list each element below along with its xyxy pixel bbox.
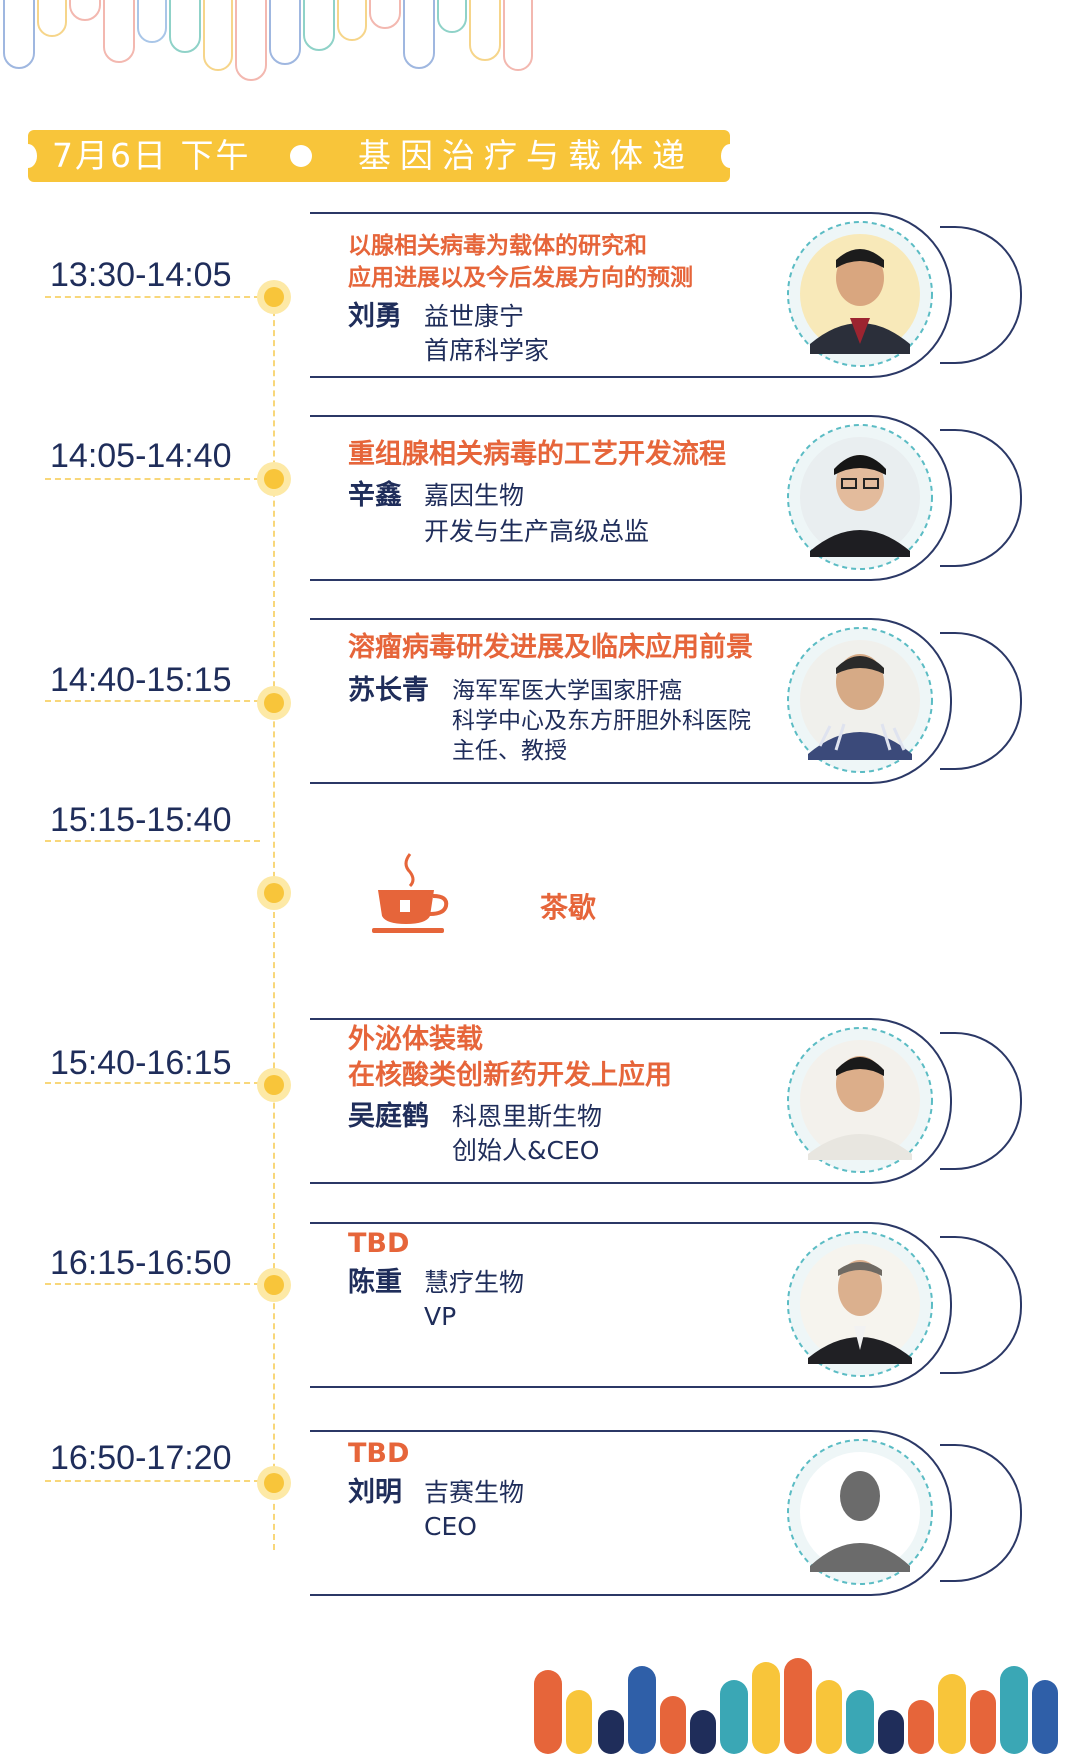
- timeline-line: [273, 290, 275, 1550]
- tea-cup-icon: [372, 853, 449, 933]
- speaker-affiliation: 慧疗生物: [424, 1268, 525, 1297]
- speaker-avatar: [787, 1027, 933, 1173]
- placeholder-avatar-icon: [787, 1439, 933, 1585]
- session-banner: 7月6日 下午 基因治疗与载体递送: [19, 130, 739, 227]
- session-card: 外泌体装载 在核酸类创新药开发上应用 吴庭鹤 科恩里斯生物 创始人&CEO: [310, 1018, 1030, 1184]
- timeline-node: [257, 280, 291, 314]
- speaker-avatar: [787, 221, 933, 367]
- time-underline: [45, 478, 260, 480]
- session-title: TBD: [348, 1438, 410, 1469]
- speaker-name: 陈重: [348, 1267, 402, 1298]
- session-time: 13:30-14:05: [50, 256, 232, 294]
- speaker-name: 辛鑫: [348, 480, 402, 511]
- speaker-role: 开发与生产高级总监: [424, 517, 650, 546]
- speaker-role: 创始人&CEO: [452, 1136, 600, 1165]
- time-underline: [45, 1082, 260, 1084]
- speaker-name: 刘勇: [348, 301, 402, 332]
- speaker-role: 首席科学家: [424, 336, 550, 365]
- session-title: TBD: [348, 1228, 410, 1259]
- timeline-node: [257, 1268, 291, 1302]
- break-time: 15:15-15:40: [50, 801, 232, 839]
- timeline-node: [257, 462, 291, 496]
- speaker-role: 科学中心及东方肝胆外科医院 主任、教授: [452, 708, 751, 764]
- speaker-role: CEO: [424, 1512, 477, 1541]
- tea-break-label: 茶歇: [540, 891, 597, 924]
- session-card: 溶瘤病毒研发进展及临床应用前景 苏长青 海军军医大学国家肝癌 科学中心及东方肝胆…: [310, 618, 1030, 784]
- speaker-avatar: [787, 1231, 933, 1377]
- time-underline: [45, 700, 260, 702]
- banner-topic: 基因治疗与载体递送: [358, 136, 694, 227]
- speaker-name: 刘明: [348, 1477, 402, 1508]
- speaker-affiliation: 益世康宁: [424, 302, 525, 331]
- speaker-name: 吴庭鹤: [348, 1101, 429, 1132]
- test-tubes-decoration: [3, 0, 533, 81]
- timeline-node: [257, 876, 291, 910]
- speaker-affiliation: 吉赛生物: [424, 1478, 525, 1507]
- session-title: 以腺相关病毒为载体的研究和 应用进展以及今后发展方向的预测: [348, 233, 693, 291]
- session-card: TBD 刘明 吉赛生物 CEO: [310, 1430, 1030, 1596]
- banner-dot: [290, 145, 312, 167]
- session-title: 重组腺相关病毒的工艺开发流程: [348, 439, 726, 470]
- speaker-affiliation: 海军军医大学国家肝癌: [452, 678, 682, 704]
- session-card: TBD 陈重 慧疗生物 VP: [310, 1222, 1030, 1388]
- time-underline: [45, 1480, 260, 1482]
- speaker-affiliation: 嘉因生物: [424, 481, 525, 510]
- session-time: 15:40-16:15: [50, 1044, 232, 1082]
- time-underline: [45, 1283, 260, 1285]
- session-card: 重组腺相关病毒的工艺开发流程 辛鑫 嘉因生物 开发与生产高级总监: [310, 415, 1030, 581]
- timeline-node: [257, 1466, 291, 1500]
- time-underline: [45, 296, 260, 298]
- speaker-affiliation: 科恩里斯生物: [452, 1102, 603, 1131]
- speaker-role: VP: [424, 1302, 457, 1331]
- session-time: 14:05-14:40: [50, 437, 232, 475]
- session-time: 14:40-15:15: [50, 661, 232, 699]
- speaker-avatar: [787, 424, 933, 570]
- session-title: 外泌体装载 在核酸类创新药开发上应用: [348, 1024, 672, 1091]
- session-title: 溶瘤病毒研发进展及临床应用前景: [348, 632, 753, 663]
- session-time: 16:15-16:50: [50, 1244, 232, 1282]
- time-underline: [45, 840, 260, 842]
- city-skyline-decoration: [534, 1658, 1058, 1754]
- session-time: 16:50-17:20: [50, 1439, 232, 1477]
- speaker-name: 苏长青: [348, 675, 429, 706]
- session-card: 以腺相关病毒为载体的研究和 应用进展以及今后发展方向的预测 刘勇 益世康宁 首席…: [310, 212, 1030, 378]
- speaker-avatar: [787, 627, 933, 773]
- banner-date: 7月6日 下午: [52, 136, 251, 175]
- timeline-node: [257, 1068, 291, 1102]
- timeline-node: [257, 686, 291, 720]
